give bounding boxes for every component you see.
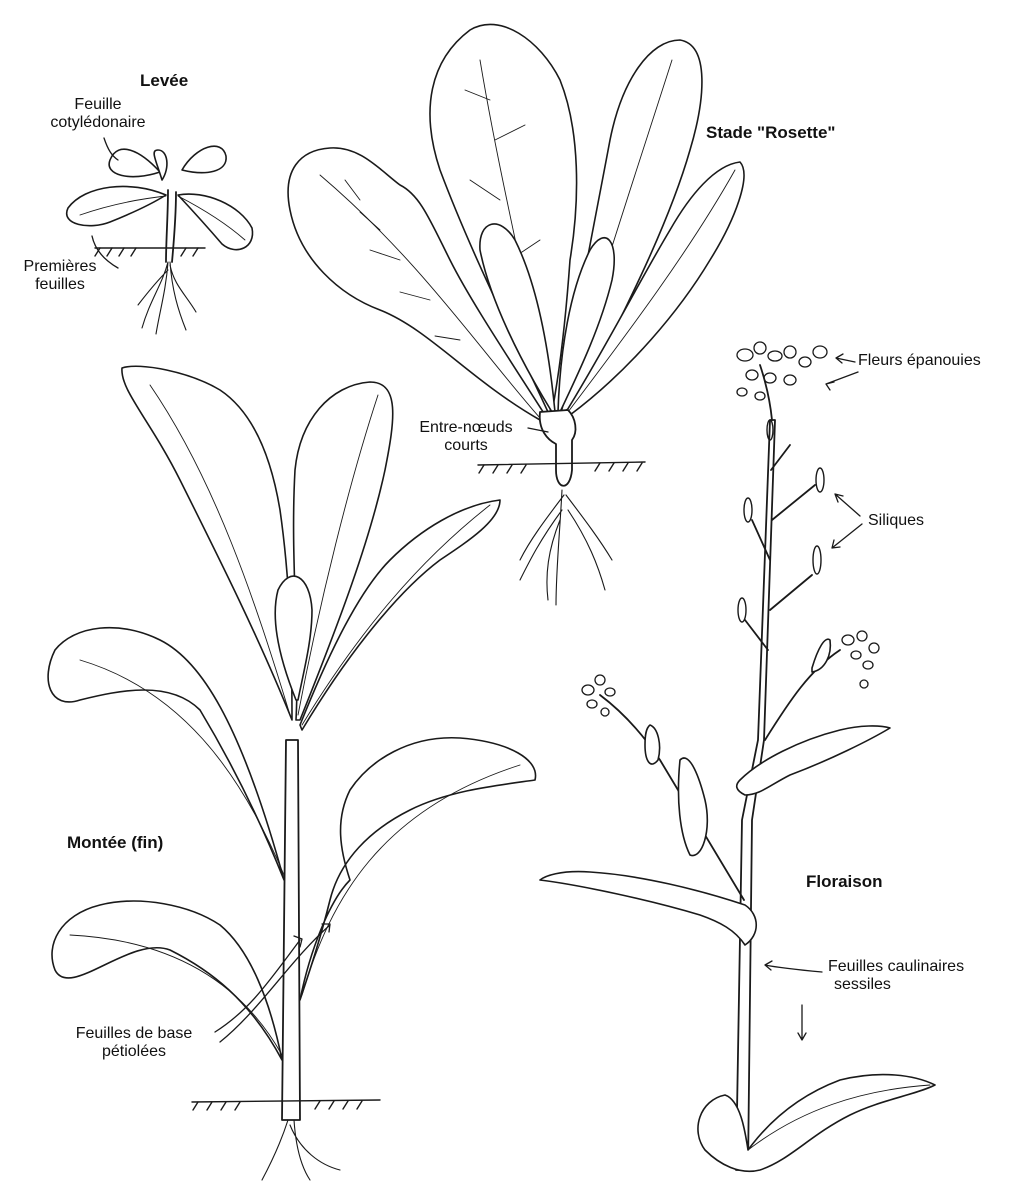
stem-leaves-label-line2: sessiles: [828, 976, 964, 994]
cotyledon-label-line1: Feuille: [30, 96, 166, 114]
short-internodes-label: Entre-nœuds courts: [404, 419, 528, 456]
first-leaves-label-line1: Premières: [6, 258, 114, 276]
petiolate-base-leaves-label: Feuilles de base pétiolées: [44, 1025, 224, 1062]
base-leaves-label-line2: pétiolées: [44, 1043, 224, 1061]
internodes-label-line2: courts: [404, 437, 528, 455]
right-flower-cluster: [842, 631, 879, 688]
stage-title-floraison: Floraison: [806, 872, 883, 892]
siliques-label: Siliques: [868, 512, 924, 530]
stem-leaves-label-line1: Feuilles caulinaires: [828, 958, 964, 976]
stage-title-levee: Levée: [140, 71, 188, 91]
internodes-label-line1: Entre-nœuds: [404, 419, 528, 437]
flowering-plant: [540, 342, 935, 1171]
first-leaves-label-line2: feuilles: [6, 276, 114, 294]
left-flower-cluster: [582, 675, 615, 716]
stage-title-rosette: Stade "Rosette": [706, 123, 835, 143]
stage-title-montee: Montée (fin): [67, 833, 163, 853]
first-leaves-label: Premières feuilles: [6, 258, 114, 295]
sessile-stem-leaves-label: Feuilles caulinaires sessiles: [828, 958, 964, 995]
seedling-plant: [67, 138, 253, 334]
open-flowers-label: Fleurs épanouies: [858, 352, 981, 370]
cotyledon-label-line2: cotylédonaire: [30, 114, 166, 132]
cotyledon-leaf-label: Feuille cotylédonaire: [30, 96, 166, 133]
top-flower-cluster: [737, 342, 827, 420]
base-leaves-label-line1: Feuilles de base: [44, 1025, 224, 1043]
